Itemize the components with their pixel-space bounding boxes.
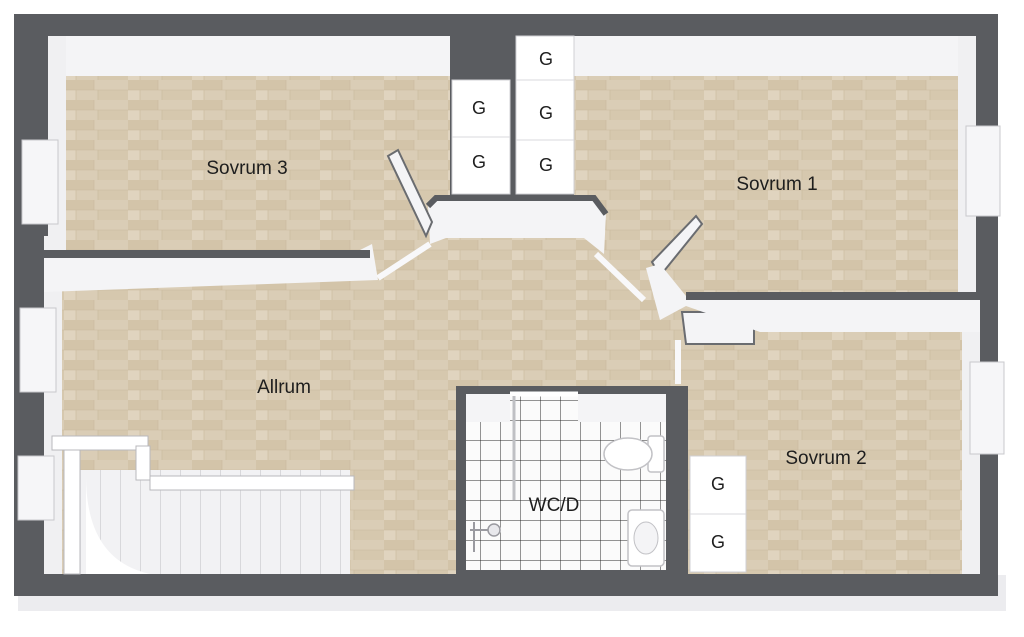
wall-top-bedroom1 [574,36,976,76]
wardrobe-label: G [711,474,725,494]
room-label-bedroom2: Sovrum 2 [785,448,866,469]
window-right-2 [969,361,1005,455]
wall-top-bedroom3 [48,36,450,76]
sink-icon [627,509,665,567]
shower-icon [470,522,501,552]
wardrobe-bedroom1 [515,35,575,195]
room-label-bedroom3: Sovrum 3 [206,158,287,179]
room-label-bathroom: WC/D [529,495,580,516]
wardrobe-label: G [539,103,553,123]
toilet-icon [603,435,665,473]
window-left-1 [21,139,59,225]
wardrobe-label: G [539,49,553,69]
room-label-living: Allrum [257,377,311,398]
window-left-2 [19,307,57,393]
wardrobe-label: G [472,152,486,172]
room-label-bedroom1: Sovrum 1 [736,174,817,195]
wall-hallway [428,196,606,254]
wardrobe-label: G [539,155,553,175]
window-right-1 [965,125,1001,217]
door-bedroom3 [386,148,434,239]
window-left-3 [17,455,55,521]
wardrobe-label: G [711,532,725,552]
staircase [51,435,355,575]
wardrobe-label: G [472,98,486,118]
